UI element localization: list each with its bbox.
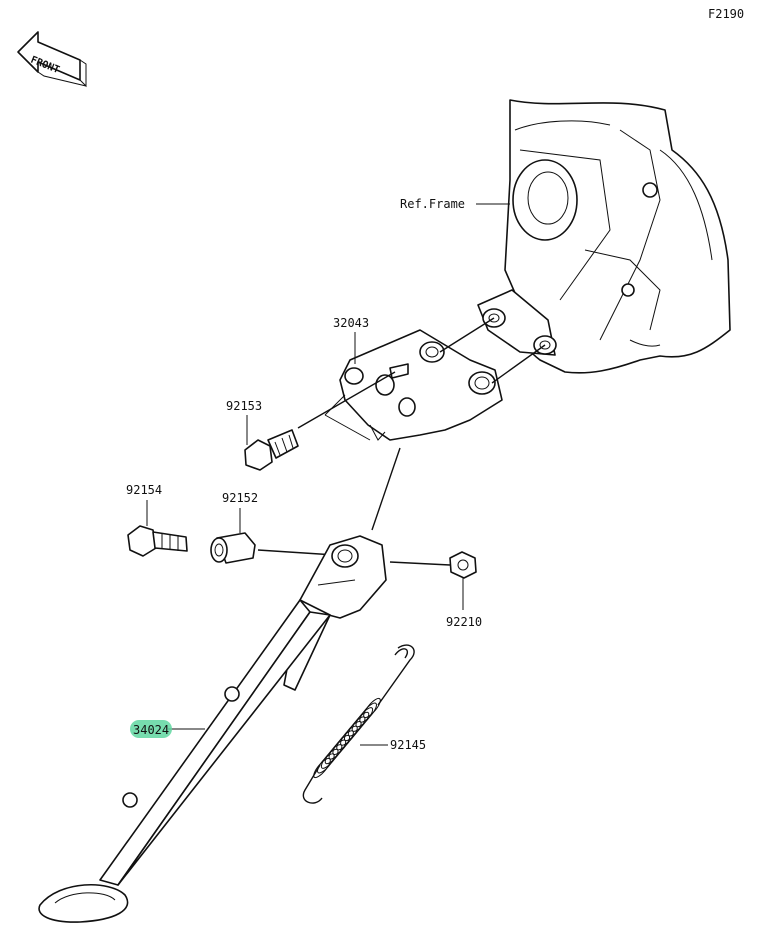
label-92153: 92153	[226, 399, 262, 413]
bolt-92154-part	[127, 525, 188, 557]
collar-92152-part	[210, 532, 256, 564]
label-92145: 92145	[390, 738, 426, 752]
bolt-92153-part	[244, 429, 299, 471]
highlight-marker	[130, 720, 172, 738]
frame-part	[477, 99, 731, 374]
label-32043: 32043	[333, 316, 369, 330]
label-92154: 92154	[126, 483, 162, 497]
ref-frame-label: Ref.Frame	[400, 197, 465, 211]
label-92152: 92152	[222, 491, 258, 505]
side-stand-part	[38, 535, 387, 923]
label-34024: 34024	[133, 723, 169, 737]
spring-92145-part	[302, 644, 415, 804]
bracket-part	[339, 329, 503, 441]
nut-92210-part	[449, 551, 477, 579]
label-92210: 92210	[446, 615, 482, 629]
front-arrow-icon: FRONT	[17, 31, 87, 88]
figure-code: F2190	[708, 7, 744, 21]
